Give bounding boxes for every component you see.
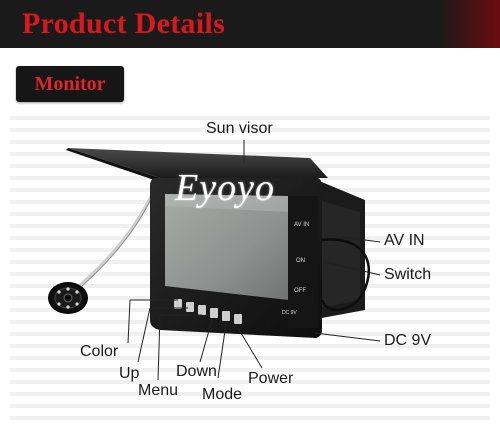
label-av-in: AV IN [384, 232, 425, 249]
callout-lines [127, 140, 381, 381]
label-sun-visor: Sun visor [206, 120, 273, 137]
header-banner: Product Details [0, 0, 500, 48]
device-dc-text: DC 9V [282, 310, 297, 316]
underwater-camera [48, 282, 88, 314]
section-tag-label: Monitor [34, 72, 106, 95]
control-buttons [174, 299, 242, 324]
sun-visor-shape [68, 148, 328, 178]
label-menu: Menu [138, 382, 179, 399]
monitor-screen [165, 194, 288, 300]
device-on-text: ON [296, 258, 305, 264]
page-title: Product Details [22, 7, 226, 40]
label-switch: Switch [384, 266, 432, 283]
brand-watermark: Eyoyo [175, 167, 275, 209]
section-tag: Monitor [16, 66, 124, 102]
banner-accent [440, 0, 500, 48]
label-up: Up [119, 365, 140, 382]
label-down: Down [176, 363, 217, 380]
device-off-text: OFF [294, 288, 306, 294]
label-power: Power [248, 370, 294, 387]
side-panel [288, 196, 318, 328]
power-cable [320, 238, 370, 312]
label-mode: Mode [202, 386, 243, 403]
device-av-in-text: AV IN [294, 222, 310, 228]
label-color: Color [80, 343, 119, 360]
background-texture [10, 116, 490, 420]
label-dc-9v: DC 9V [384, 332, 432, 349]
